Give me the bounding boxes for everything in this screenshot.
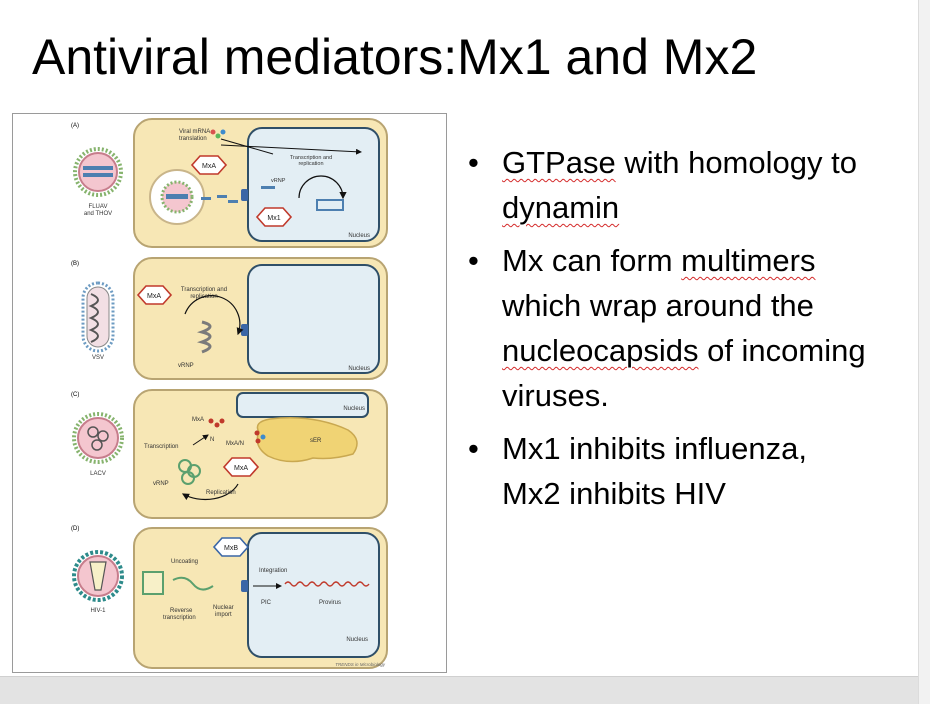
bullet-item: • Mx1 inhibits influenza, Mx2 inhibits HI… [462, 426, 872, 516]
panel-a: (A) FLUAV and THOV Nucleus [71, 118, 388, 248]
nuclear-pore-icon [241, 189, 248, 201]
import-label: Nuclear [213, 605, 234, 611]
spellcheck-word: multimers [681, 243, 816, 278]
mxa-c2-label: MxA [234, 465, 248, 472]
hiv-label: HIV-1 [90, 608, 106, 614]
nucleus-d-label: Nucleus [346, 637, 368, 643]
vrnp-c-label: vRNP [153, 481, 169, 487]
pic-label: PIC [261, 600, 272, 606]
panel-d-tag: (D) [71, 526, 79, 532]
panel-b: (B) VSV Nucleus MxA Transcription and re… [71, 257, 388, 380]
rt-label-2: transcription [163, 615, 196, 621]
virus-label: FLUAV [89, 204, 108, 210]
bullet-text: Mx can form [502, 243, 682, 278]
rt-label: Reverse [170, 608, 193, 614]
mrna-label: Viral mRNA [179, 129, 210, 135]
bullet-dot: • [468, 431, 479, 466]
nucleus-b [247, 264, 380, 374]
mxa-label: MxA [202, 163, 216, 170]
slide-area-bottom [0, 676, 918, 704]
panel-a-tag: (A) [71, 123, 79, 129]
vertical-scrollbar[interactable] [918, 0, 930, 704]
transcription-c-label: Transcription [144, 444, 178, 450]
spellcheck-word: dynamin [502, 190, 620, 225]
virus-label-2: and THOV [84, 211, 112, 217]
mxb-hexagon [212, 537, 250, 557]
bullet-item: • Mx can form multimers which wrap around… [462, 238, 872, 418]
bullet-item: • GTPase with homology to dynamin [462, 140, 872, 230]
uncoating-label: Uncoating [171, 559, 198, 565]
vrnp-b-label: vRNP [178, 363, 194, 369]
bullet-list[interactable]: • GTPase with homology to dynamin • Mx can … [462, 140, 872, 524]
mx-mechanism-figure[interactable]: (A) FLUAV and THOV Nucleus [12, 113, 447, 673]
mxa-hexagon [190, 155, 228, 175]
bullet-text: which wrap around the [502, 288, 814, 323]
lacv-label: LACV [90, 471, 106, 477]
trans-b-label: Transcription and [181, 287, 227, 293]
ser-label: sER [310, 438, 322, 444]
mxan-label: MxA/N [226, 441, 244, 447]
lacv-virus-icon [72, 412, 124, 464]
bullet-dot: • [468, 243, 479, 278]
panel-d: (D) HIV-1 Nucleus MxB Uncoating Integrat… [71, 526, 388, 669]
n-label: N [210, 437, 214, 443]
vsv-virus-icon [81, 281, 115, 353]
nucleus-label: Nucleus [348, 233, 370, 239]
panel-c: (C) LACV Nucleus sER MxA N MxA/N [71, 389, 388, 519]
mx1-hexagon [255, 207, 293, 227]
panel-c-tag: (C) [71, 392, 79, 398]
fluav-virus-icon [73, 147, 123, 197]
slide-canvas: Antiviral mediators:Mx1 and Mx2 (A) FLUA… [0, 0, 918, 676]
nucleus-c [236, 392, 369, 418]
provirus-label: Provirus [319, 600, 341, 606]
slide-title[interactable]: Antiviral mediators:Mx1 and Mx2 [32, 29, 758, 85]
vrnp-label: vRNP [271, 178, 286, 184]
nucleus-d [247, 532, 380, 658]
bullet-dot: • [468, 145, 479, 180]
spellcheck-word: nucleocapsids [502, 333, 699, 368]
mx1-label: Mx1 [267, 215, 280, 222]
mxa-c-label: MxA [192, 417, 204, 423]
figure-svg: (A) FLUAV and THOV Nucleus [71, 118, 388, 669]
mxa-c-hexagon [222, 457, 260, 477]
import-label-2: import [215, 612, 232, 618]
hiv-virus-icon [72, 550, 124, 602]
replication-c-label: Replication [206, 490, 236, 496]
spellcheck-word: GTPase [502, 145, 616, 180]
bullet-text: Mx1 inhibits influenza, Mx2 inhibits HIV [502, 431, 807, 511]
mrna-label-2: translation [179, 136, 207, 142]
vsv-label: VSV [92, 355, 104, 361]
nucleus-b-label: Nucleus [348, 366, 370, 372]
mxa-b-hexagon [136, 285, 173, 305]
transcription-label: Transcription and [290, 155, 332, 161]
nucleus-c-label: Nucleus [343, 406, 365, 412]
panel-b-tag: (B) [71, 261, 79, 267]
bullet-text: with homology to [615, 145, 857, 180]
mxa-b-label: MxA [147, 293, 161, 300]
figure-credit: TRENDS in Microbiology [335, 662, 386, 667]
mxb-label: MxB [224, 545, 238, 552]
replication-label: replication [298, 161, 323, 167]
provirus-dna [284, 581, 370, 587]
integration-label: Integration [259, 568, 287, 574]
bullet-text: of incoming viruses. [502, 333, 866, 413]
